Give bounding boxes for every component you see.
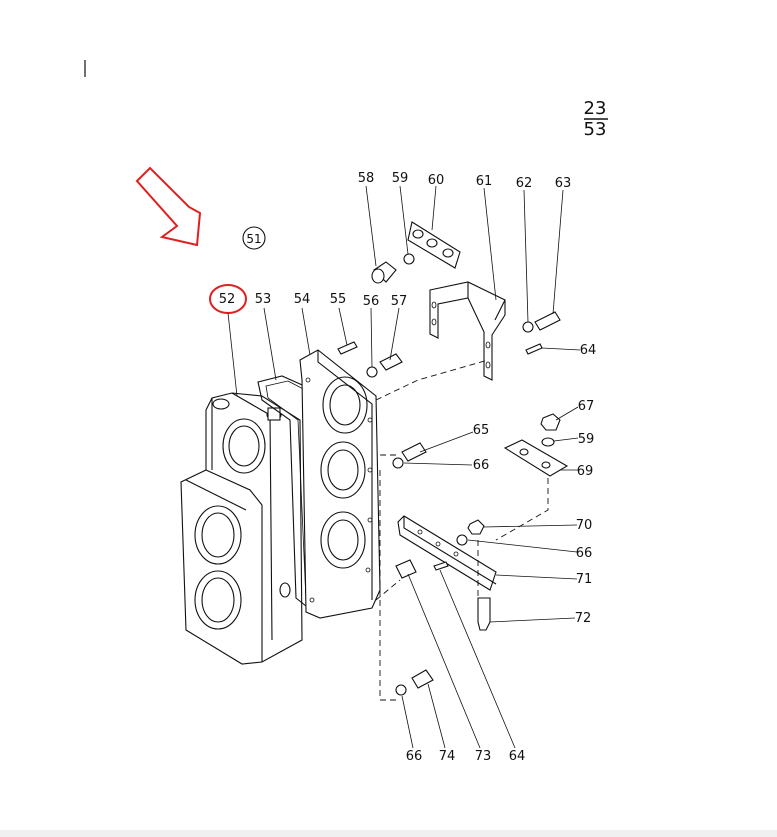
callout-60: 60 xyxy=(428,173,445,188)
seal-ring xyxy=(403,253,415,265)
washer xyxy=(366,366,378,378)
pin xyxy=(433,561,449,571)
callout-55: 55 xyxy=(330,292,347,307)
callout-59b: 59 xyxy=(578,432,595,447)
stud xyxy=(395,559,417,579)
callout-66c: 66 xyxy=(406,749,423,764)
screw xyxy=(411,669,434,689)
support-bracket xyxy=(429,281,506,381)
callout-63: 63 xyxy=(555,176,572,191)
callout-53: 53 xyxy=(255,292,272,307)
page-reference: 23 53 xyxy=(584,98,608,140)
nut xyxy=(467,519,485,535)
callout-64: 64 xyxy=(580,343,597,358)
callout-59: 59 xyxy=(392,171,409,186)
callout-54: 54 xyxy=(294,292,311,307)
callout-74: 74 xyxy=(439,749,456,764)
clamp-plate xyxy=(503,439,569,477)
washer xyxy=(395,684,407,696)
callout-69: 69 xyxy=(577,464,594,479)
page-ref-numerator: 23 xyxy=(584,98,607,119)
callout-70: 70 xyxy=(576,518,593,533)
callout-65: 65 xyxy=(473,423,490,438)
callout-64b: 64 xyxy=(509,749,526,764)
callout-56: 56 xyxy=(363,294,380,309)
angle-bracket xyxy=(397,515,497,591)
callout-72: 72 xyxy=(575,611,592,626)
group-label: 51 xyxy=(246,232,261,246)
highlight-arrow-icon xyxy=(135,166,202,247)
nut xyxy=(540,413,561,431)
callout-62: 62 xyxy=(516,176,533,191)
callout-57: 57 xyxy=(391,294,408,309)
washer xyxy=(456,534,468,546)
washer xyxy=(522,321,534,333)
callout-66b: 66 xyxy=(576,546,593,561)
callout-67: 67 xyxy=(578,399,595,414)
bolt xyxy=(477,597,491,631)
page-ref-denominator: 53 xyxy=(584,119,607,140)
callout-61: 61 xyxy=(476,174,493,189)
bottom-strip xyxy=(0,830,777,837)
group-label-circle xyxy=(242,226,266,250)
washer xyxy=(392,457,404,469)
callout-52: 52 xyxy=(219,292,236,307)
screw xyxy=(401,442,427,462)
leader-lines xyxy=(227,185,581,749)
dowel-pin xyxy=(337,341,358,355)
callout-73: 73 xyxy=(475,749,492,764)
callout-58: 58 xyxy=(358,171,375,186)
pin xyxy=(525,343,543,355)
bolt xyxy=(534,311,561,331)
washer xyxy=(541,437,555,447)
callout-labels: 52 53 54 55 56 57 58 59 60 61 62 63 64 6… xyxy=(219,171,597,764)
callout-66: 66 xyxy=(473,458,490,473)
cover-plate xyxy=(299,349,381,619)
callout-71: 71 xyxy=(576,572,593,587)
gearbox-housing xyxy=(180,392,303,665)
bracket-plate xyxy=(407,221,461,269)
